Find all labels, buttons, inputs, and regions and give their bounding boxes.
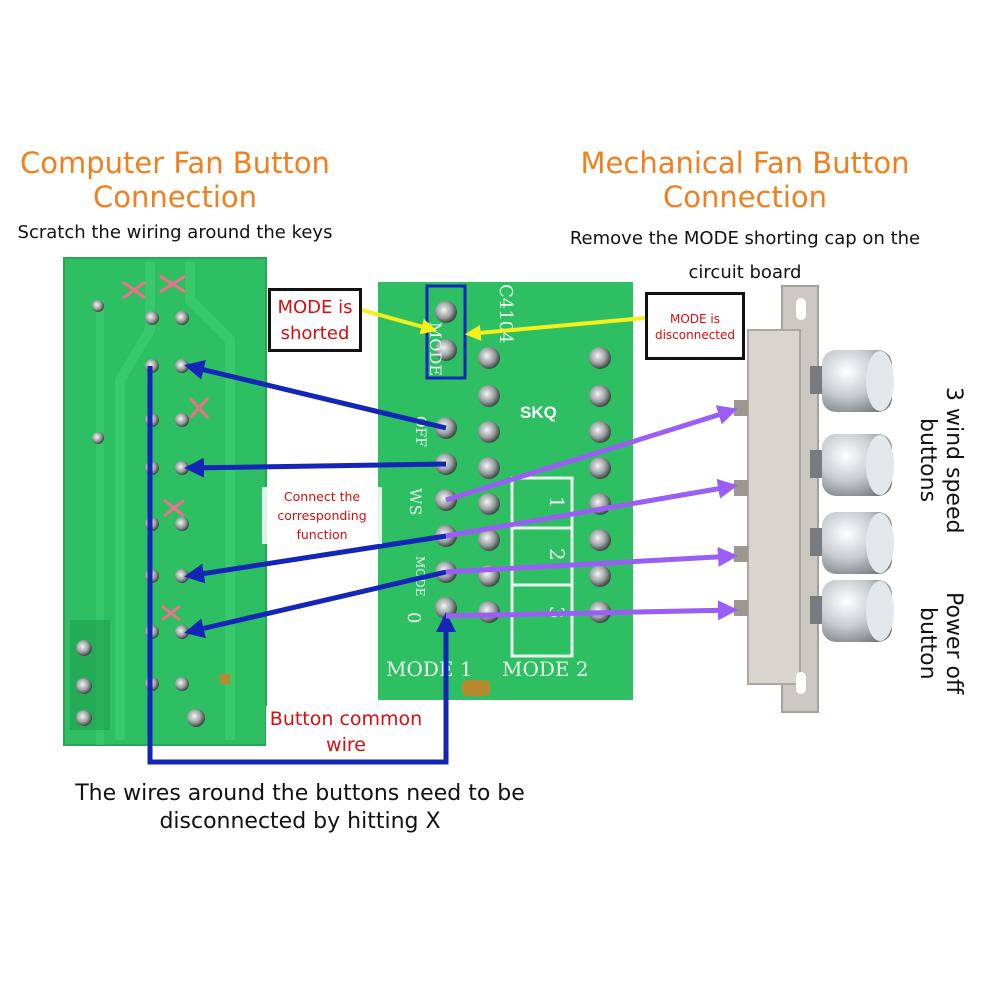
board-label-mode-side: MODE [426,322,445,376]
board-label-ws: WS [406,488,425,515]
mode-arrows [361,308,646,341]
blue-connection-arrows [147,360,456,765]
board-label-2: 2 [545,548,569,561]
cross-marks [122,274,210,622]
computer-fan-title-line1: Computer Fan Button [20,146,330,180]
power-off-label: Power off button [915,591,966,695]
connect-function-label: Connect the corresponding function [262,487,382,544]
mechanical-fan-subtitle: Remove the MODE shorting cap on the circ… [569,228,921,283]
mode-shorted-callout: MODE is shorted [268,288,362,352]
board-label-chip: SKQ [520,403,557,422]
bottom-note: The wires around the buttons need to be … [75,781,525,834]
board-label-part: C4104 [495,284,516,344]
mechanical-fan-title-line1: Mechanical Fan Button [580,146,910,180]
board-label-1: 1 [545,496,569,509]
switch-knobs [810,350,894,642]
common-wire-label: Button common wire [266,706,426,758]
mode-pcb: C4104 MODE OFF WS MODE 0 1 2 3 MODE 1 MO… [378,282,633,700]
computer-fan-pcb [63,257,267,746]
mechanical-switch [734,285,894,713]
computer-fan-title: Computer Fan Button Connection [0,146,350,214]
wind-speed-label: 3 wind speed buttons [915,386,966,534]
computer-fan-subtitle: Scratch the wiring around the keys [17,222,333,243]
computer-fan-title-line2: Connection [92,180,258,214]
board-label-zero: 0 [403,612,424,623]
board-label-mode2: MODE 2 [502,657,589,681]
mechanical-fan-title-line2: Connection [662,180,828,214]
mechanical-fan-title: Mechanical Fan Button Connection [570,146,920,214]
board-label-mode1: MODE 1 [386,657,473,681]
mode-disconnected-callout: MODE is disconnected [645,292,745,360]
purple-connection-arrows [445,405,738,621]
